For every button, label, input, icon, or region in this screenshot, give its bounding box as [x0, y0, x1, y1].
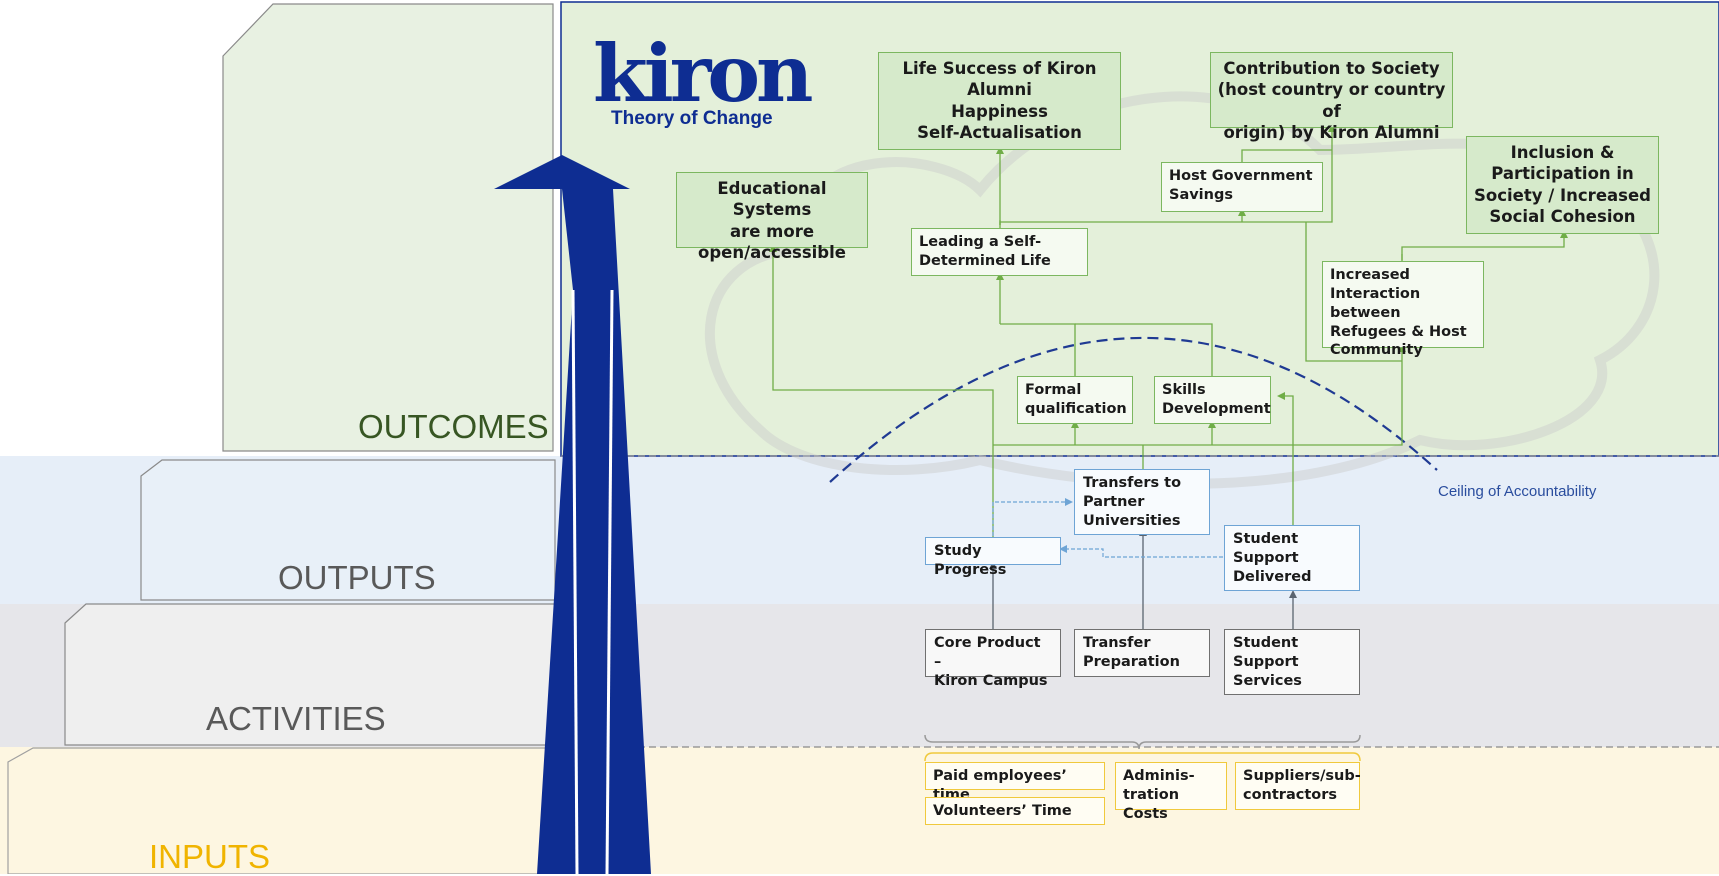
outcome-educational-systems: Educational Systems are more open/access…	[676, 172, 868, 262]
output-study-progress: Study Progress	[925, 537, 1061, 578]
outcome-formal-qualification: Formal qualification	[1017, 376, 1133, 424]
ceiling-of-accountability-label: Ceiling of Accountability	[1438, 483, 1597, 500]
growth-arrow-gap	[605, 289, 614, 874]
kiron-logo: kiron	[593, 27, 813, 120]
ceiling-arc	[829, 336, 1438, 483]
output-transfers: Transfers to Partner Universities	[1074, 469, 1210, 535]
step-label-activities: ACTIVITIES	[206, 700, 386, 737]
output-connectors	[992, 498, 1223, 558]
activity-student-support-services: Student Support Services	[1224, 629, 1360, 695]
outcome-life-success: Life Success of Kiron Alumni Happiness S…	[878, 52, 1121, 150]
outcome-self-determined-life: Leading a Self- Determined Life	[911, 228, 1088, 276]
inputs-brace	[924, 734, 1361, 750]
inputs-bracket	[924, 752, 1361, 762]
input-suppliers: Suppliers/sub- contractors	[1235, 762, 1361, 810]
outcome-skills-development: Skills Development	[1154, 376, 1271, 424]
input-volunteers-time: Volunteers’ Time	[925, 797, 1105, 825]
step-label-outcomes: OUTCOMES	[358, 408, 549, 445]
step-label-inputs: INPUTS	[149, 838, 271, 875]
outcomes-step	[222, 3, 554, 452]
outcome-increased-interaction: Increased Interaction between Refugees &…	[1322, 261, 1484, 358]
input-administration-costs: Adminis- tration Costs	[1115, 762, 1227, 822]
outcome-inclusion: Inclusion & Participation in Society / I…	[1466, 136, 1659, 234]
outcome-connectors	[769, 124, 1568, 548]
step-label-outputs: OUTPUTS	[278, 559, 436, 596]
logo-subtitle: Theory of Change	[611, 108, 773, 129]
outputs-step	[140, 459, 556, 601]
inputs-step	[7, 747, 561, 874]
output-student-support-delivered: Student Support Delivered	[1224, 525, 1360, 591]
input-paid-employees-time: Paid employees’ time	[925, 762, 1105, 803]
activity-connectors	[989, 528, 1297, 629]
outcome-contribution: Contribution to Society (host country or…	[1210, 52, 1453, 142]
outcome-host-government-savings: Host Government Savings	[1161, 162, 1323, 212]
activity-core-product: Core Product – Kiron Campus	[925, 629, 1061, 689]
activity-transfer-preparation: Transfer Preparation	[1074, 629, 1210, 677]
growth-arrow-gap	[571, 289, 579, 874]
